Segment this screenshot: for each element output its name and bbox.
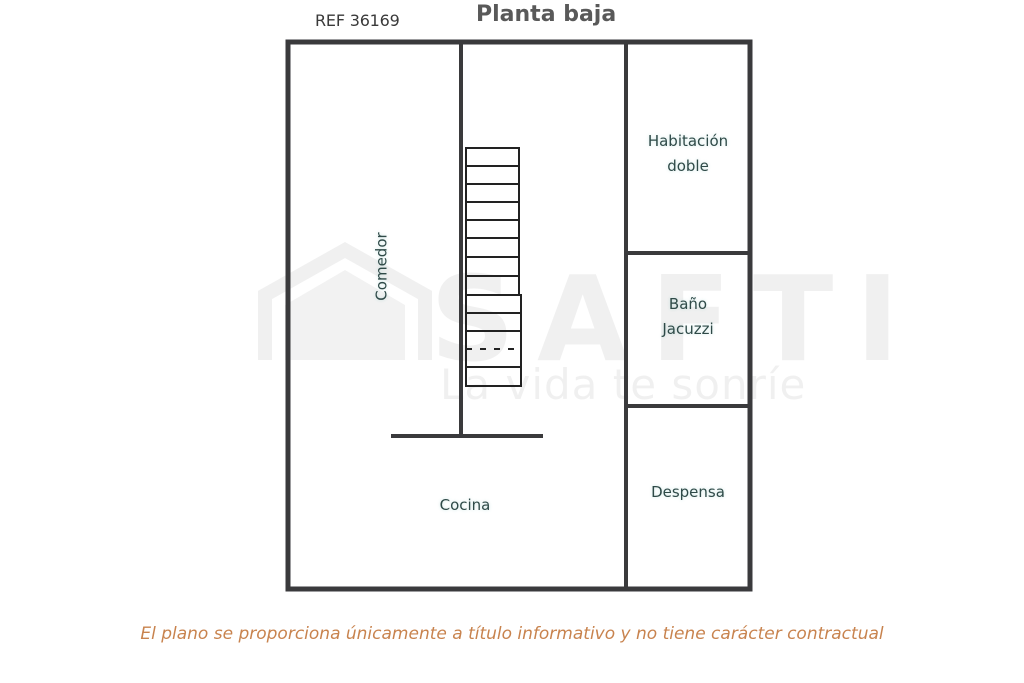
room-label-habitacion-line1: Habitación [647,132,729,150]
page-title: Planta baja [476,2,617,27]
outer-wall [285,39,753,592]
watermark-slogan: La vida te sonríe [440,360,807,409]
room-label-habitacion: Habitación doble [628,129,748,179]
room-label-cocina: Cocina [439,496,491,514]
room-label-habitacion-line2: doble [667,157,709,175]
room-label-bano: Baño Jacuzzi [628,292,748,342]
room-label-bano-line1: Baño [668,295,708,313]
room-label-bano-line2: Jacuzzi [662,320,714,338]
watermark-brand: SAFTI [430,250,922,388]
disclaimer-text: El plano se proporciona únicamente a tít… [140,624,884,644]
room-label-comedor: Comedor [372,232,391,301]
stairs-icon [465,147,522,387]
reference-number: REF 36169 [315,11,400,30]
room-label-despensa: Despensa [651,483,725,501]
